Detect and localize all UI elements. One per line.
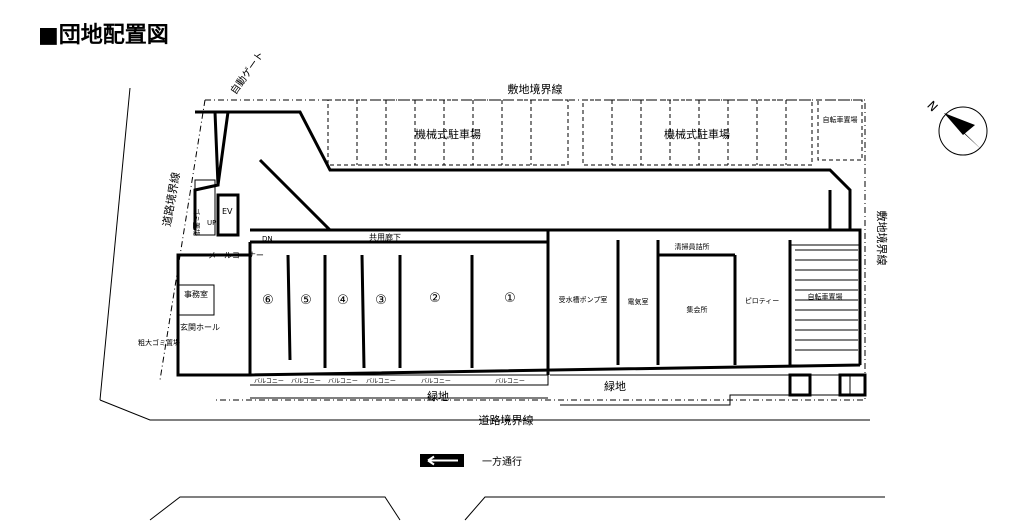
road-lower-left [149, 496, 401, 521]
balcony-4: バルコニー [328, 378, 358, 385]
bicycle-parking-top [817, 99, 863, 161]
green-label-1: 緑地 [427, 389, 449, 403]
building [176, 179, 862, 377]
dn-label: DN [262, 235, 273, 243]
page-title: ■団地配置図 [38, 23, 169, 48]
utility-box-1 [788, 373, 812, 397]
driveway-top [195, 110, 852, 230]
bulky-garbage-label: 粗大ゴミ置場 [138, 338, 180, 347]
parking-lot-1 [327, 99, 569, 166]
balcony-5: バルコニー [291, 378, 321, 385]
unit-1: ① [504, 291, 516, 306]
entrance-hall-label: 玄関ホール [180, 322, 220, 332]
unit-4: ④ [337, 293, 349, 308]
road-boundary-left [159, 99, 206, 381]
balcony-1: バルコニー [495, 378, 525, 385]
road-edge-left [99, 87, 131, 401]
green-label-2: 緑地 [604, 379, 626, 393]
road-boundary-left-label: 道路境界線 [159, 171, 182, 228]
unit-5: ⑤ [300, 293, 312, 308]
balcony-2: バルコニー [421, 378, 451, 385]
unit-3: ③ [375, 293, 387, 308]
balcony-3: バルコニー [366, 378, 396, 385]
meeting-label: 集会所 [687, 305, 708, 314]
one-way-arrow-icon [420, 454, 464, 467]
north-compass-icon [938, 106, 988, 156]
mail-corner-label: メールコーナー [208, 251, 264, 260]
bicycle-top-label: 自転車置場 [823, 115, 858, 124]
up-label: UP [207, 219, 216, 227]
electric-label: 電気室 [628, 297, 649, 306]
utility-box-2 [838, 373, 867, 397]
unit-2: ② [429, 291, 441, 306]
bicycle-label: 自転車置場 [808, 292, 843, 301]
road-lower-right [464, 496, 885, 521]
one-way-label: 一方通行 [482, 455, 522, 468]
balcony-6: バルコニー [254, 378, 284, 385]
site-boundary-right-label: 敷地境界線 [875, 211, 889, 266]
water-pump-label: 受水槽ポンプ室 [559, 295, 608, 304]
office-label: 事務室 [184, 289, 208, 299]
corridor-label: 共用廊下 [369, 232, 401, 242]
garbage-label: ゴミ置場 [192, 208, 201, 236]
site-boundary [205, 99, 866, 401]
cleaner-label: 清掃員詰所 [675, 242, 710, 251]
unit-6: ⑥ [262, 293, 274, 308]
road-edge-bottom [99, 399, 870, 421]
road-boundary-bottom-label: 道路境界線 [479, 413, 534, 427]
ev-label: EV [222, 207, 233, 216]
parking-lot-2 [582, 99, 813, 166]
north-label: N [924, 98, 940, 114]
parking-label-2: 機械式駐車場 [664, 127, 730, 141]
piloti-label: ピロティー [745, 297, 780, 305]
parking-label-1: 機械式駐車場 [415, 127, 481, 141]
site-boundary-top-label: 敷地境界線 [508, 82, 563, 96]
auto-gate-label: 自動ゲート [227, 48, 266, 96]
